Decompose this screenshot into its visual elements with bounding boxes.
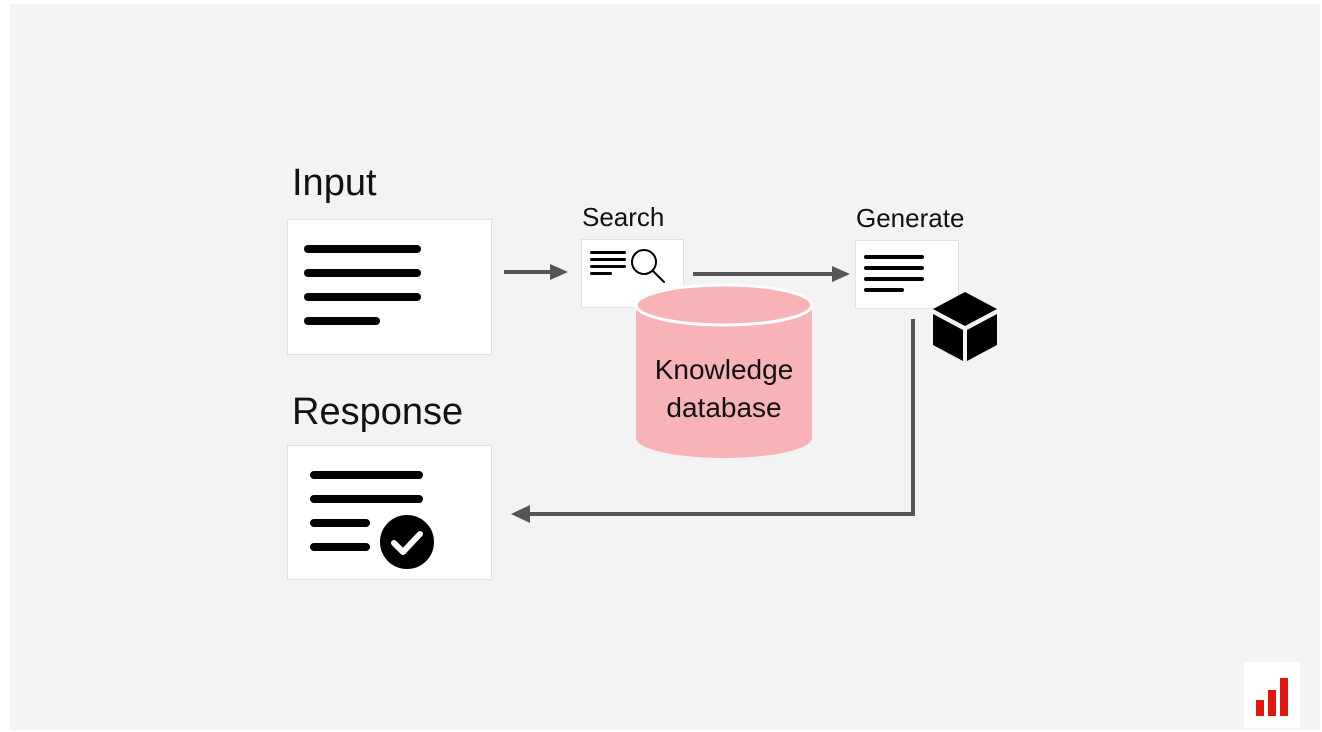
generate-box xyxy=(855,240,959,309)
database-label-line1: Knowledge xyxy=(654,354,794,385)
diagram-canvas: Input Search Knowledge database Generate xyxy=(10,4,1320,730)
knowledge-database-cylinder xyxy=(634,283,814,458)
input-document-box xyxy=(287,219,492,355)
generate-title: Generate xyxy=(856,203,965,233)
search-title: Search xyxy=(582,202,665,232)
response-document-box xyxy=(287,445,492,580)
search-icon xyxy=(631,249,665,283)
input-title: Input xyxy=(292,162,377,204)
arrow-search-to-generate xyxy=(693,266,850,282)
arrow-generate-to-response xyxy=(511,319,915,523)
checkmark-circle-icon xyxy=(378,513,436,571)
cube-icon xyxy=(933,292,997,361)
bar-chart-logo-icon xyxy=(1256,678,1288,716)
bar-chart-logo xyxy=(1244,662,1300,728)
database-label-line2: database xyxy=(666,392,782,423)
response-title: Response xyxy=(292,391,464,433)
flow-arrows xyxy=(504,264,915,523)
arrow-input-to-search xyxy=(504,264,568,280)
